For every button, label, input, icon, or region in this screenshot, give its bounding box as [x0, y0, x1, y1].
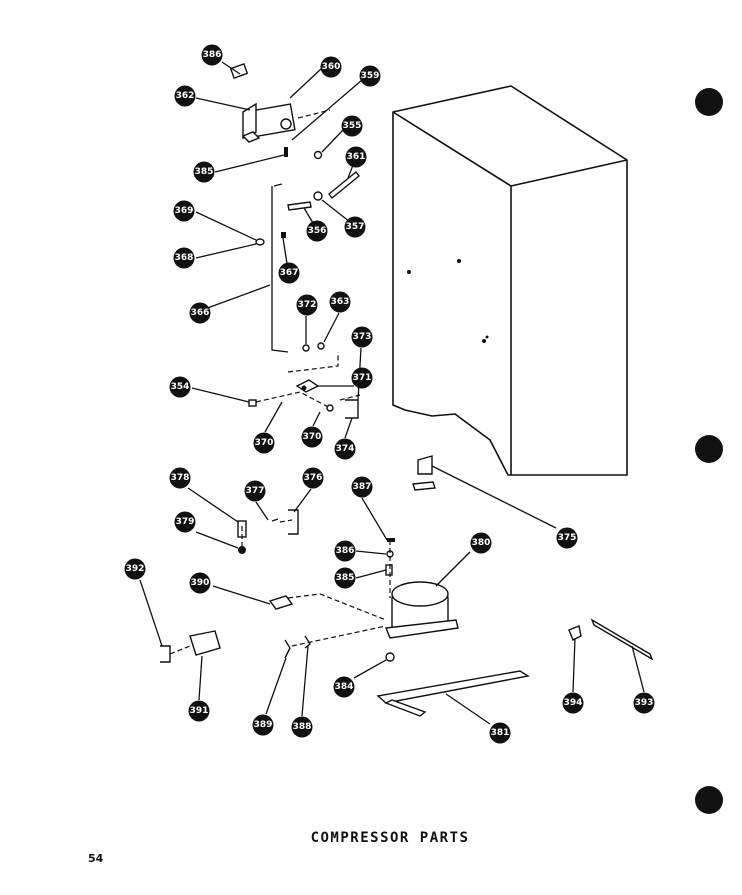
- callout-389: 389: [252, 714, 274, 736]
- callout-391: 391: [188, 700, 210, 722]
- binder-hole-top: [695, 88, 723, 116]
- callout-385-top: 385: [193, 161, 215, 183]
- svg-text:384: 384: [335, 682, 354, 692]
- page-number: 54: [88, 852, 104, 865]
- compressor: [385, 581, 459, 639]
- svg-text:374: 374: [336, 444, 355, 454]
- callout-367: 367: [278, 262, 300, 284]
- callout-379: 379: [174, 511, 196, 533]
- svg-text:389: 389: [254, 720, 273, 730]
- callout-392: 392: [124, 558, 146, 580]
- binder-hole-bottom: [695, 786, 723, 814]
- callout-370-right: 370: [301, 426, 323, 448]
- svg-text:361: 361: [347, 152, 366, 162]
- callout-363: 363: [329, 291, 351, 313]
- svg-text:391: 391: [190, 706, 209, 716]
- callout-362: 362: [174, 85, 196, 107]
- callout-354: 354: [169, 376, 191, 398]
- callout-385-bottom: 385: [334, 567, 356, 589]
- svg-text:381: 381: [491, 728, 510, 738]
- svg-text:393: 393: [635, 698, 654, 708]
- callout-370-left: 370: [253, 432, 275, 454]
- callout-355: 355: [341, 115, 363, 137]
- svg-text:386: 386: [203, 50, 222, 60]
- svg-text:356: 356: [308, 226, 327, 236]
- svg-text:354: 354: [171, 382, 190, 392]
- svg-text:380: 380: [472, 538, 491, 548]
- svg-text:394: 394: [564, 698, 583, 708]
- relay-assembly: [229, 63, 296, 143]
- callout-376: 376: [302, 467, 324, 489]
- svg-text:379: 379: [176, 517, 195, 527]
- callout-371: 371: [351, 367, 373, 389]
- svg-text:359: 359: [361, 71, 380, 81]
- svg-text:392: 392: [126, 564, 145, 574]
- svg-text:378: 378: [171, 473, 190, 483]
- svg-text:377: 377: [246, 486, 265, 496]
- callout-386-bottom: 386: [334, 540, 356, 562]
- leader-lines: [139, 61, 645, 725]
- callout-368: 368: [173, 247, 195, 269]
- callout-380: 380: [470, 532, 492, 554]
- callout-374: 374: [334, 438, 356, 460]
- svg-text:368: 368: [175, 253, 194, 263]
- callout-369: 369: [173, 200, 195, 222]
- svg-text:357: 357: [346, 222, 365, 232]
- svg-text:370: 370: [255, 438, 274, 448]
- svg-text:371: 371: [353, 373, 372, 383]
- callout-393: 393: [633, 692, 655, 714]
- callout-360: 360: [320, 56, 342, 78]
- svg-text:370: 370: [303, 432, 322, 442]
- callout-381: 381: [489, 722, 511, 744]
- callout-373: 373: [351, 326, 373, 348]
- cabinet-outline: [392, 85, 628, 476]
- callout-387: 387: [351, 476, 373, 498]
- svg-text:387: 387: [353, 482, 372, 492]
- svg-text:375: 375: [558, 533, 577, 543]
- callout-377: 377: [244, 480, 266, 502]
- callout-390: 390: [189, 572, 211, 594]
- callout-386-top: 386: [201, 44, 223, 66]
- svg-text:385: 385: [195, 167, 214, 177]
- svg-text:372: 372: [298, 300, 317, 310]
- svg-text:373: 373: [353, 332, 372, 342]
- svg-text:376: 376: [304, 473, 323, 483]
- callout-388: 388: [291, 716, 313, 738]
- diagram-caption: COMPRESSOR PARTS: [310, 830, 470, 846]
- capillary-tube: [271, 186, 289, 353]
- callout-394: 394: [562, 692, 584, 714]
- svg-text:369: 369: [175, 206, 194, 216]
- callout-366: 366: [189, 302, 211, 324]
- callout-361: 361: [345, 146, 367, 168]
- callout-357: 357: [344, 216, 366, 238]
- binder-hole-middle: [695, 435, 723, 463]
- svg-text:362: 362: [176, 91, 195, 101]
- svg-text:388: 388: [293, 722, 312, 732]
- base-rail: [376, 670, 530, 704]
- svg-text:363: 363: [331, 297, 350, 307]
- svg-text:386: 386: [336, 546, 355, 556]
- callout-375: 375: [556, 527, 578, 549]
- svg-text:367: 367: [280, 268, 299, 278]
- small-hardware: [160, 147, 654, 663]
- svg-text:390: 390: [191, 578, 210, 588]
- callout-359: 359: [359, 65, 381, 87]
- callout-356: 356: [306, 220, 328, 242]
- callout-372: 372: [296, 294, 318, 316]
- callout-384: 384: [333, 676, 355, 698]
- svg-text:355: 355: [343, 121, 362, 131]
- svg-text:360: 360: [322, 62, 341, 72]
- svg-text:385: 385: [336, 573, 355, 583]
- svg-text:366: 366: [191, 308, 210, 318]
- callout-378: 378: [169, 467, 191, 489]
